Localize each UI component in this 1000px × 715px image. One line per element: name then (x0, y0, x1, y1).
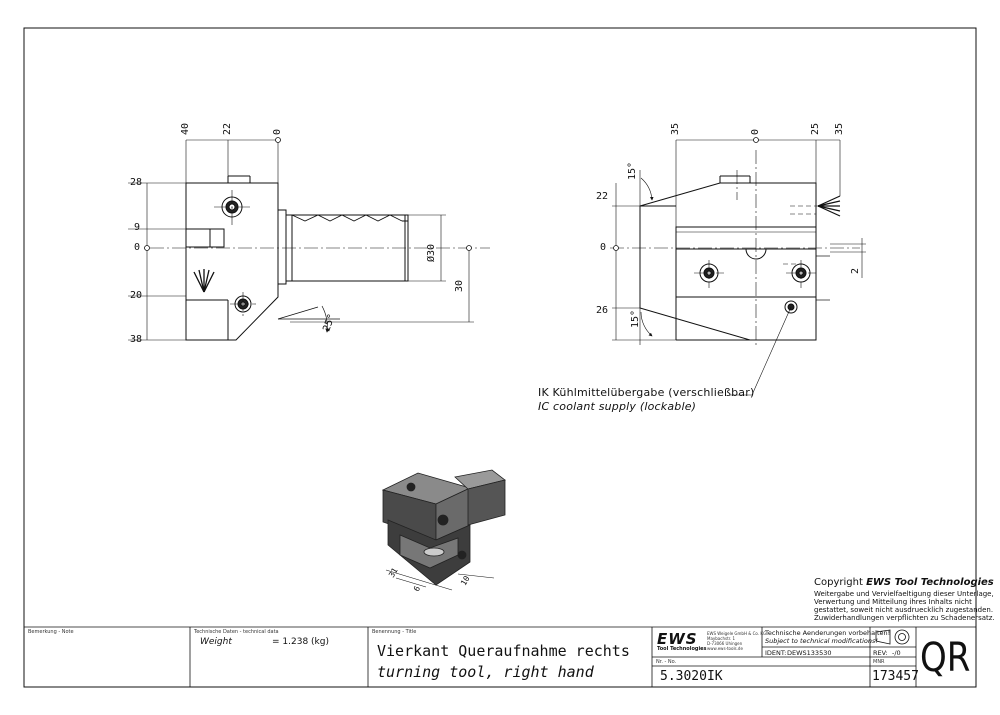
part-no: 5.3020IK (660, 669, 723, 684)
coolant-note-en: IC coolant supply (lockable) (538, 400, 697, 413)
front-dim-28: 28 (130, 177, 143, 188)
ews-logo: EWS (657, 630, 698, 648)
copyright-line-3: gestattet, soweit nicht ausdruecklich zu… (814, 606, 994, 614)
side-dim-22: 22 (596, 191, 609, 202)
copyright-title: Copyright EWS Tool Technologies (814, 577, 994, 588)
mnr-value: 173457 (872, 669, 919, 684)
rev-label: REV: (873, 649, 888, 657)
company-line-1: EWS Weigele GmbH & Co. KG (707, 631, 767, 636)
front-dim-38: 38 (130, 334, 143, 345)
side-dim-0-left: 0 (600, 242, 607, 253)
techdata-label: Technische Daten - technical data (194, 629, 279, 635)
qr-mark: QR (920, 635, 971, 681)
change-en: Subject to technical modifications! (765, 637, 878, 645)
ident-label: IDENT: (765, 649, 787, 657)
copyright-line-4: Zuwiderhandlungen verpflichten zu Schade… (814, 614, 995, 622)
ews-logo-sub: Tool Technologies (657, 646, 707, 652)
company-line-2: Maybachstr. 1 (707, 636, 736, 641)
front-dim-9: 9 (134, 222, 141, 233)
sheet-border (23, 27, 977, 688)
front-dim-0-left: 0 (134, 242, 141, 253)
weight-value: = 1.238 (kg) (272, 637, 329, 647)
front-view (185, 175, 409, 341)
title-de: Vierkant Queraufnahme rechts (377, 642, 630, 660)
change-de: Technische Aenderungen vorbehalten! (765, 629, 891, 637)
copyright-line-1: Weitergabe und Vervielfaeltigung dieser … (814, 590, 994, 598)
coolant-note-de: IK Kühlmittelübergabe (verschließbar) (538, 386, 755, 399)
mnr-label: MNR (873, 659, 885, 665)
company-line-4: www.ews-tools.de (707, 646, 743, 651)
rev-value: -/0 (892, 649, 901, 657)
copyright-line-2: Verwertung und Mitteilung ihres Inhalts … (814, 598, 972, 606)
weight-label: Weight (200, 637, 232, 647)
remark-label: Bemerkung - Note (28, 629, 74, 635)
copyright-brand: EWS Tool Technologies (866, 577, 994, 588)
iso-view (381, 469, 506, 591)
part-no-label: Nr. - No. (656, 659, 677, 665)
copyright-prefix: Copyright (814, 577, 863, 588)
front-dim-20: 20 (130, 290, 143, 301)
title-en: turning tool, right hand (377, 663, 594, 681)
ident-value: DEWS133530 (787, 649, 832, 657)
company-line-3: D-73066 Uhingen (707, 641, 743, 646)
side-dim-26: 26 (596, 305, 609, 316)
designation-label: Benennung - Title (372, 629, 417, 635)
